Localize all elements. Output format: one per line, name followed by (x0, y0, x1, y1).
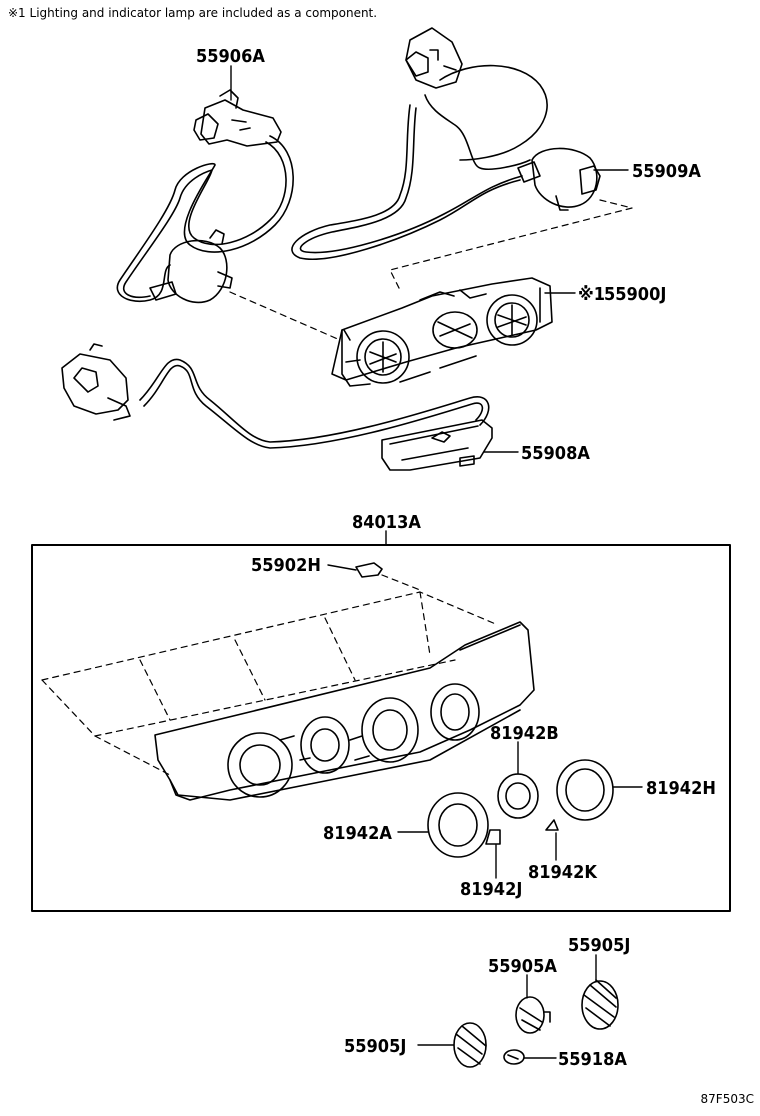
bezel-84013a (154, 621, 535, 801)
assembly-frame-84013a (31, 544, 731, 912)
label-55909a: 55909A (632, 161, 701, 182)
control-unit-55900j (331, 277, 553, 387)
label-55905j-top: 55905J (568, 935, 630, 956)
switch-panel-55908a (381, 419, 493, 471)
label-55918a: 55918A (558, 1049, 627, 1070)
label-55905j-left: 55905J (344, 1036, 406, 1057)
label-81942j: 81942J (460, 879, 522, 900)
label-84013a: 84013A (352, 512, 421, 533)
knob-55905a (515, 996, 551, 1034)
diagram-code: 87F503C (700, 1092, 754, 1106)
ring-81942a (427, 792, 489, 858)
label-55906a: 55906A (196, 46, 265, 67)
dashed-leaders-upper (229, 199, 633, 341)
label-81942a: 81942A (323, 823, 392, 844)
label-55908a: 55908A (521, 443, 590, 464)
cable-55908a (61, 343, 490, 449)
lighting-note: ※1 Lighting and indicator lamp are inclu… (8, 6, 378, 20)
label-81942k: 81942K (528, 862, 598, 883)
knob-55918a (503, 1049, 525, 1065)
clip-55902h (355, 562, 383, 578)
cable-55909a (291, 27, 601, 260)
label-81942b: 81942B (490, 723, 559, 744)
label-81942h: 81942H (646, 778, 716, 799)
leader-lines (230, 65, 643, 1059)
knob-55905j-top (581, 979, 619, 1030)
label-55900j-mark: ※1 (578, 284, 605, 305)
cap-81942j (485, 829, 501, 845)
dashed-bezel-outline (41, 574, 499, 776)
ring-81942h (556, 759, 614, 821)
cable-55906a (116, 89, 294, 304)
label-55900j: 55900J (604, 284, 666, 305)
knob-55905j-left (453, 1022, 487, 1068)
label-55902h: 55902H (251, 555, 321, 576)
ring-81942b (497, 773, 539, 819)
label-55905a: 55905A (488, 956, 557, 977)
cap-81942k (545, 819, 559, 831)
